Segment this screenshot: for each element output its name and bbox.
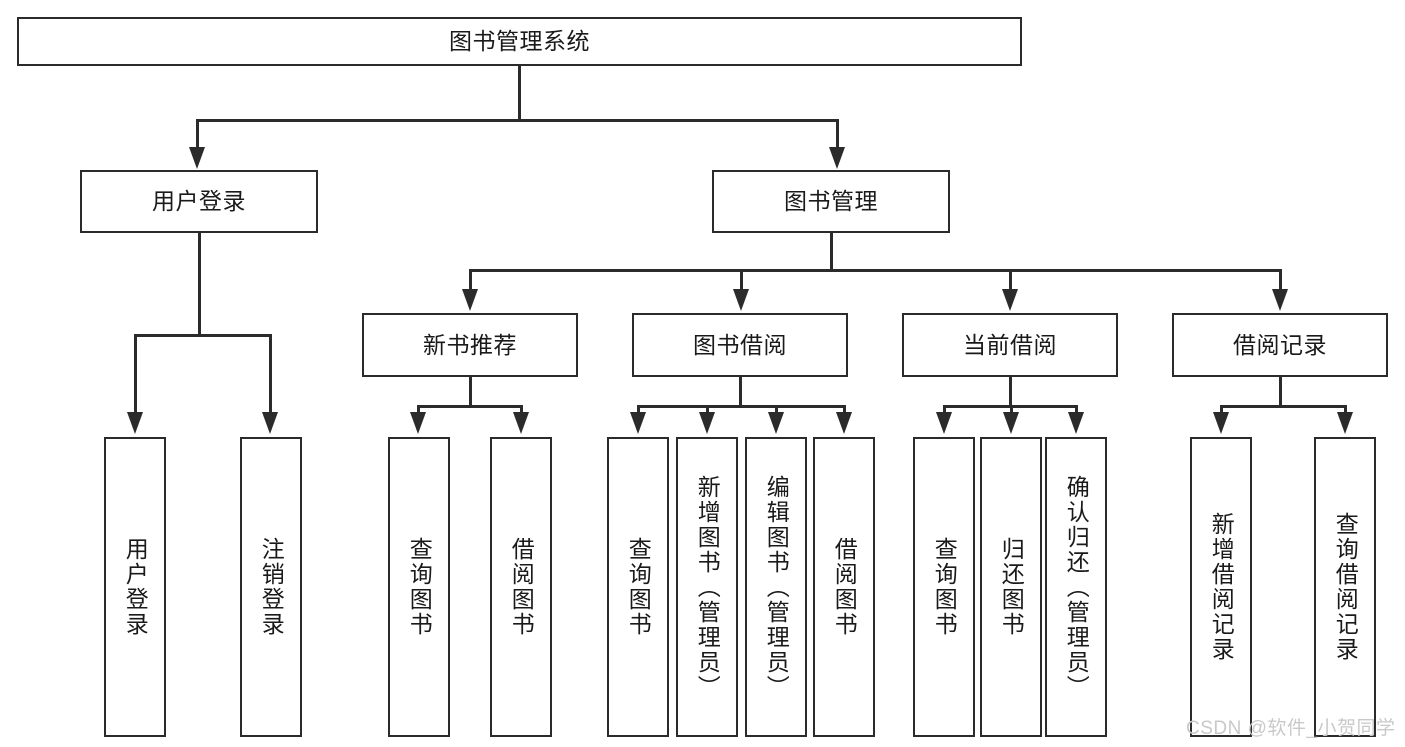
leaf-nbr-query-book[interactable]: 查询图书 — [388, 437, 450, 737]
arrow-to-book-management — [829, 147, 845, 169]
node-label: 查询借阅记录 — [1332, 512, 1359, 662]
node-book-borrow[interactable]: 图书借阅 — [632, 313, 848, 377]
node-label: 编辑图书（管理员） — [763, 474, 790, 700]
edge-to-book-management — [836, 119, 839, 149]
leaf-bb-edit-book-admin[interactable]: 编辑图书（管理员） — [745, 437, 807, 737]
arrow-nbr-child-1 — [410, 412, 426, 434]
edge-book-borrow-stem — [739, 377, 742, 407]
edge-bb-child-4 — [843, 405, 846, 417]
node-label: 图书借阅 — [693, 331, 787, 358]
arrow-cb-child-3 — [1068, 412, 1084, 434]
node-label: 用户登录 — [122, 537, 149, 637]
node-label: 查询图书 — [406, 537, 433, 637]
node-label: 查询图书 — [931, 537, 958, 637]
node-label: 当前借阅 — [963, 331, 1057, 358]
edge-borrow-record-bar — [1220, 405, 1346, 408]
node-label: 查询图书 — [625, 537, 652, 637]
node-label: 图书管理 — [784, 188, 878, 215]
edge-new-book-recommend-stem — [469, 377, 472, 407]
arrow-br-child-1 — [1213, 412, 1229, 434]
arrow-to-book-borrow — [733, 289, 749, 311]
leaf-br-query-record[interactable]: 查询借阅记录 — [1314, 437, 1376, 737]
node-label: 注销登录 — [258, 537, 285, 637]
arrow-to-borrow-record — [1272, 289, 1288, 311]
arrow-user-login-child-2 — [262, 412, 278, 434]
edge-level2-bar — [196, 119, 839, 122]
leaf-bb-add-book-admin[interactable]: 新增图书（管理员） — [676, 437, 738, 737]
node-label: 新增图书（管理员） — [694, 474, 721, 700]
edge-cb-child-1 — [943, 405, 946, 417]
arrow-to-new-book-recommend — [462, 289, 478, 311]
arrow-nbr-child-2 — [513, 412, 529, 434]
node-label: 用户登录 — [152, 188, 246, 215]
arrow-to-current-borrow — [1002, 289, 1018, 311]
edge-to-borrow-record — [1279, 269, 1282, 291]
node-borrow-record[interactable]: 借阅记录 — [1172, 313, 1388, 377]
edge-new-book-recommend-bar — [417, 405, 522, 408]
node-label: 借阅图书 — [831, 537, 858, 637]
arrow-bb-child-1 — [630, 412, 646, 434]
edge-user-login-bar — [134, 334, 271, 337]
edge-user-login-child-2 — [269, 334, 272, 414]
leaf-user-login-logout[interactable]: 注销登录 — [240, 437, 302, 737]
arrow-cb-child-2 — [1003, 412, 1019, 434]
edge-to-book-borrow — [740, 269, 743, 291]
node-label: 确认归还（管理员） — [1063, 474, 1090, 700]
edge-user-login-child-1 — [134, 334, 137, 414]
leaf-cb-confirm-return-admin[interactable]: 确认归还（管理员） — [1045, 437, 1107, 737]
node-new-book-recommend[interactable]: 新书推荐 — [362, 313, 578, 377]
leaf-bb-query-book[interactable]: 查询图书 — [607, 437, 669, 737]
node-label: 图书管理系统 — [449, 28, 590, 55]
edge-nbr-child-1 — [417, 405, 420, 417]
arrow-to-user-login — [189, 147, 205, 169]
edge-current-borrow-stem — [1009, 377, 1012, 407]
arrow-cb-child-1 — [936, 412, 952, 434]
arrow-bb-child-2 — [699, 412, 715, 434]
arrow-br-child-2 — [1337, 412, 1353, 434]
node-label: 新书推荐 — [423, 331, 517, 358]
arrow-user-login-child-1 — [127, 412, 143, 434]
node-label: 归还图书 — [998, 537, 1025, 637]
edge-to-current-borrow — [1009, 269, 1012, 291]
edge-borrow-record-stem — [1279, 377, 1282, 407]
node-label: 新增借阅记录 — [1208, 512, 1235, 662]
edge-to-user-login — [196, 119, 199, 149]
edge-cb-child-2 — [1010, 405, 1013, 417]
edge-bb-child-2 — [706, 405, 709, 417]
edge-level3-bar — [469, 269, 1281, 272]
node-label: 借阅记录 — [1233, 331, 1327, 358]
arrow-bb-child-3 — [768, 412, 784, 434]
leaf-nbr-borrow-book[interactable]: 借阅图书 — [490, 437, 552, 737]
node-label: 借阅图书 — [508, 537, 535, 637]
edge-to-new-book-recommend — [469, 269, 472, 291]
edge-bb-child-1 — [637, 405, 640, 417]
arrow-bb-child-4 — [836, 412, 852, 434]
edge-book-management-stem — [830, 233, 833, 271]
edge-bb-child-3 — [775, 405, 778, 417]
edge-br-child-1 — [1220, 405, 1223, 417]
edge-nbr-child-2 — [520, 405, 523, 417]
edge-cb-child-3 — [1075, 405, 1078, 417]
leaf-user-login-login[interactable]: 用户登录 — [104, 437, 166, 737]
leaf-cb-return-book[interactable]: 归还图书 — [980, 437, 1042, 737]
edge-book-borrow-bar — [637, 405, 844, 408]
edge-user-login-stem — [198, 233, 201, 336]
watermark-text: CSDN @软件_小贺同学 — [1186, 718, 1396, 739]
node-root-book-management-system[interactable]: 图书管理系统 — [17, 17, 1022, 66]
leaf-bb-borrow-book[interactable]: 借阅图书 — [813, 437, 875, 737]
edge-root-stem — [518, 66, 521, 120]
leaf-cb-query-book[interactable]: 查询图书 — [913, 437, 975, 737]
node-user-login[interactable]: 用户登录 — [80, 170, 318, 233]
edge-br-child-2 — [1344, 405, 1347, 417]
leaf-br-add-record[interactable]: 新增借阅记录 — [1190, 437, 1252, 737]
node-book-management[interactable]: 图书管理 — [712, 170, 950, 233]
node-current-borrow[interactable]: 当前借阅 — [902, 313, 1118, 377]
